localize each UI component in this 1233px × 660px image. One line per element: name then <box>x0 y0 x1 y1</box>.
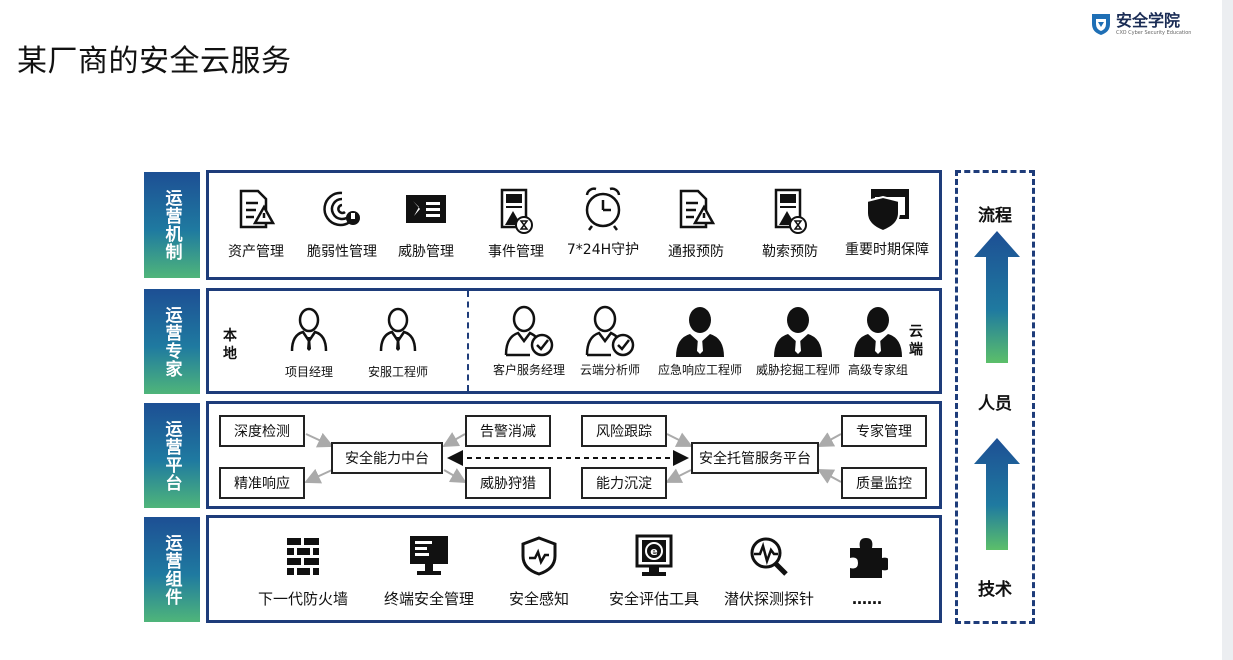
person-check-icon <box>504 305 554 357</box>
capability-accumulation-box: 能力沉淀 <box>581 467 667 499</box>
person-solid-icon <box>676 307 724 357</box>
experts-band: 本地 云端 项目经理 安服工程师 客户服务经理 <box>206 288 942 394</box>
row-label-experts: 运营专家 <box>144 289 200 394</box>
side-label-technology: 技术 <box>978 580 1012 600</box>
mechanism-item: 通报预防 <box>659 187 733 261</box>
precise-response-box: 精准响应 <box>219 467 305 499</box>
document-warning-icon <box>239 189 276 229</box>
logo-name: 安全学院 <box>1116 10 1181 30</box>
monitor-icon <box>410 536 448 575</box>
report-hourglass-icon <box>500 188 533 234</box>
alert-reduction-box: 告警消减 <box>465 415 551 447</box>
security-capability-center-box: 安全能力中台 <box>331 442 443 474</box>
page-title: 某厂商的安全云服务 <box>17 44 292 79</box>
component-item: 下一代防火墙 <box>253 536 353 609</box>
cloud-expert: 应急响应工程师 <box>653 305 747 378</box>
report-hourglass-icon <box>774 188 807 234</box>
side-column: 流程 人员 技术 <box>955 170 1035 624</box>
local-label: 本地 <box>223 328 237 362</box>
cloud-expert: 云端分析师 <box>573 305 647 378</box>
alarm-clock-icon <box>585 187 621 231</box>
row-label-components: 运营组件 <box>144 517 200 622</box>
person-solid-icon <box>774 307 822 357</box>
person-solid-icon <box>854 307 902 357</box>
mechanism-band: 资产管理 脆弱性管理 威胁管理 事件管理 <box>206 170 942 280</box>
person-outline-icon <box>290 307 328 352</box>
magnifier-pulse-icon <box>750 537 788 576</box>
component-item: …… <box>827 536 907 608</box>
firewall-icon <box>287 538 319 575</box>
managed-service-platform-box: 安全托管服务平台 <box>691 442 819 474</box>
threat-card-icon <box>406 195 446 223</box>
side-label-people: 人员 <box>978 394 1012 414</box>
person-outline-icon <box>379 307 417 352</box>
component-item: 潜伏探测探针 <box>719 536 819 609</box>
mechanism-item: 资产管理 <box>219 187 293 261</box>
platform-connectors <box>304 432 842 484</box>
browser-shield-icon <box>866 189 909 233</box>
shield-logo-icon <box>1092 14 1110 35</box>
svg-text:e: e <box>650 545 657 558</box>
mechanism-item: 重要时期保障 <box>835 185 939 259</box>
component-item: 终端安全管理 <box>379 534 479 609</box>
quality-monitoring-box: 质量监控 <box>841 467 927 499</box>
assessment-monitor-icon: e <box>635 534 673 576</box>
logo-subtitle: CXO Cyber Security Education <box>1116 29 1192 36</box>
window-edge <box>1222 0 1233 660</box>
puzzle-icon <box>850 538 888 578</box>
threat-hunting-box: 威胁狩猎 <box>465 467 551 499</box>
cloud-expert: 高级专家组 <box>841 305 915 378</box>
component-item: e 安全评估工具 <box>599 534 709 609</box>
row-label-platform: 运营平台 <box>144 403 200 508</box>
local-expert: 项目经理 <box>271 307 347 380</box>
cloud-label: 云端 <box>909 324 923 358</box>
mechanism-item: 7*24H守护 <box>561 185 645 259</box>
cloud-expert: 威胁挖掘工程师 <box>751 305 845 378</box>
mechanism-item: 威胁管理 <box>389 187 463 261</box>
local-cloud-divider <box>467 291 469 391</box>
mechanism-item: 勒索预防 <box>753 187 827 261</box>
mechanism-item: 脆弱性管理 <box>301 187 383 261</box>
fingerprint-wrench-icon <box>323 191 360 227</box>
person-check-icon <box>585 305 635 357</box>
expert-management-box: 专家管理 <box>841 415 927 447</box>
arrow-up-icon <box>974 231 1020 363</box>
platform-band: 深度检测 精准响应 安全能力中台 告警消减 威胁狩猎 风险跟踪 能力沉淀 安全托… <box>206 401 942 509</box>
deep-detection-box: 深度检测 <box>219 415 305 447</box>
component-item: 安全感知 <box>499 536 579 609</box>
components-band: 下一代防火墙 终端安全管理 安全感知 e 安全评估工具 <box>206 515 942 623</box>
arrow-up-icon <box>974 438 1020 550</box>
risk-tracking-box: 风险跟踪 <box>581 415 667 447</box>
row-label-mechanism: 运营机制 <box>144 172 200 278</box>
mechanism-item: 事件管理 <box>479 187 553 261</box>
local-expert: 安服工程师 <box>355 307 441 380</box>
logo: 安全学院 CXO Cyber Security Education <box>1090 12 1191 36</box>
cloud-expert: 客户服务经理 <box>487 305 571 378</box>
shield-pulse-icon <box>521 536 557 576</box>
document-warning-icon <box>679 189 716 229</box>
side-label-process: 流程 <box>978 206 1012 226</box>
